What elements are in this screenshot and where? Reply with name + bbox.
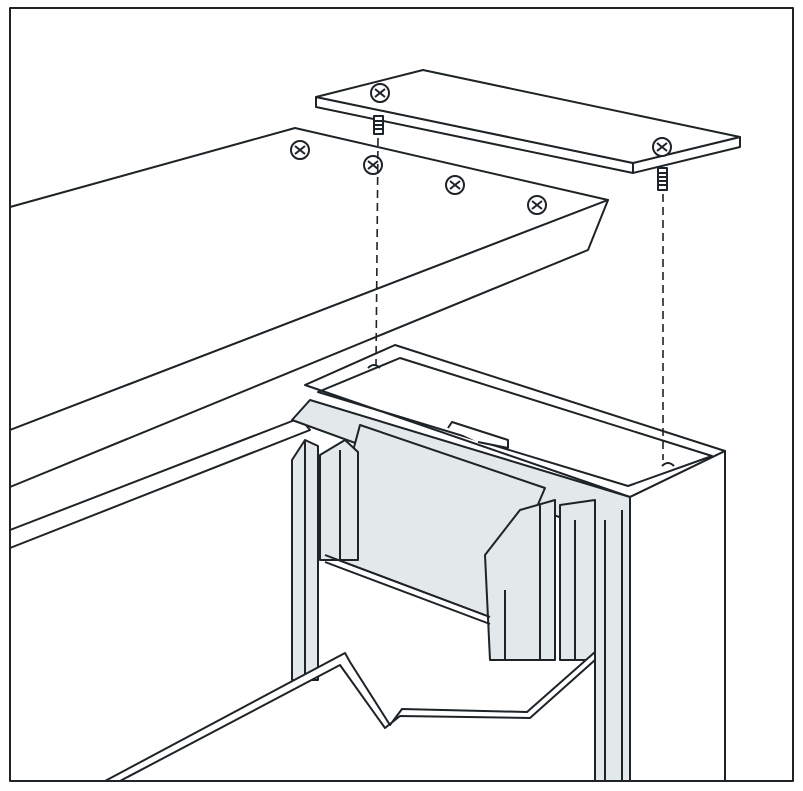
lower-plank: [9, 417, 311, 549]
profile-box: [291, 344, 726, 782]
top-plate: [315, 69, 741, 191]
alignment-line: [375, 137, 379, 366]
screw-head-icon: [370, 83, 672, 157]
main-slab: [9, 127, 609, 488]
broken-bottom-plank: [104, 651, 596, 782]
screw-thread-icon: [373, 115, 668, 191]
